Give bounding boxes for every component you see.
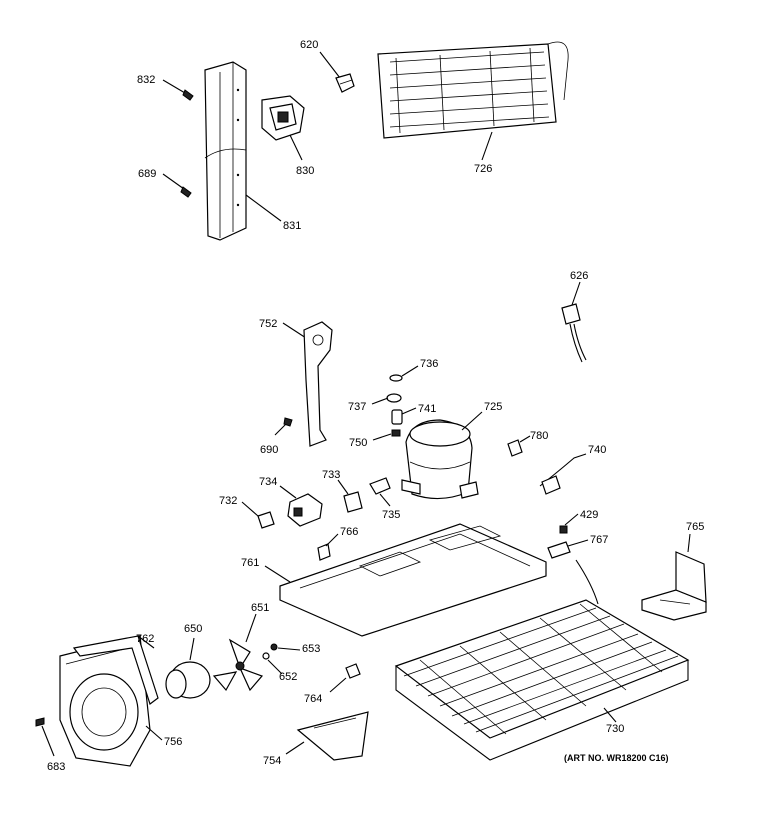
label-725: 725 bbox=[484, 401, 502, 413]
label-651: 651 bbox=[251, 602, 269, 614]
bracket-765 bbox=[641, 533, 707, 621]
label-832: 832 bbox=[137, 74, 155, 86]
label-736: 736 bbox=[420, 358, 438, 370]
clip-764 bbox=[329, 663, 361, 693]
cover-732 bbox=[241, 501, 275, 529]
label-726: 726 bbox=[474, 163, 492, 175]
label-765: 765 bbox=[686, 521, 704, 533]
label-733: 733 bbox=[322, 469, 340, 481]
label-780: 780 bbox=[530, 430, 548, 442]
label-690: 690 bbox=[260, 444, 278, 456]
label-734: 734 bbox=[259, 476, 277, 488]
screw-832 bbox=[162, 79, 194, 101]
label-683: 683 bbox=[47, 761, 65, 773]
label-761: 761 bbox=[241, 557, 259, 569]
label-830: 830 bbox=[296, 165, 314, 177]
harness-740 bbox=[539, 453, 587, 495]
relay-830 bbox=[261, 95, 305, 161]
label-750: 750 bbox=[349, 437, 367, 449]
evaporator-726 bbox=[377, 41, 569, 161]
screw-683 bbox=[35, 717, 55, 757]
label-626: 626 bbox=[570, 270, 588, 282]
label-429: 429 bbox=[580, 509, 598, 521]
pan-754 bbox=[285, 711, 369, 761]
label-756: 756 bbox=[164, 736, 182, 748]
label-764: 764 bbox=[304, 693, 322, 705]
screw-690 bbox=[274, 417, 293, 436]
label-752: 752 bbox=[259, 318, 277, 330]
art-number: (ART NO. WR18200 C16) bbox=[564, 753, 669, 763]
compressor-725 bbox=[401, 411, 483, 500]
label-767: 767 bbox=[590, 534, 608, 546]
channel-831 bbox=[204, 61, 247, 241]
bracket-766 bbox=[317, 533, 339, 561]
grommet-736 bbox=[389, 365, 419, 382]
label-730: 730 bbox=[606, 723, 624, 735]
label-831: 831 bbox=[283, 220, 301, 232]
grommet-737 bbox=[371, 393, 402, 405]
motor-650 bbox=[165, 637, 211, 699]
bracket-735 bbox=[369, 477, 391, 507]
label-735: 735 bbox=[382, 509, 400, 521]
clip-780 bbox=[507, 435, 531, 457]
label-762: 762 bbox=[136, 633, 154, 645]
label-740: 740 bbox=[588, 444, 606, 456]
label-754: 754 bbox=[263, 755, 281, 767]
fan-blade-651 bbox=[212, 613, 264, 692]
label-766: 766 bbox=[340, 526, 358, 538]
label-689: 689 bbox=[138, 168, 156, 180]
duct-762 bbox=[72, 635, 159, 705]
bolt-750 bbox=[372, 429, 401, 441]
overload-733 bbox=[337, 479, 363, 513]
cord-626 bbox=[561, 281, 587, 363]
sleeve-741 bbox=[391, 407, 417, 425]
bracket-752 bbox=[282, 321, 333, 447]
shroud-756 bbox=[59, 635, 163, 767]
leader-831 bbox=[245, 194, 282, 222]
label-620: 620 bbox=[300, 39, 318, 51]
clip-767 bbox=[547, 539, 589, 559]
label-741: 741 bbox=[418, 403, 436, 415]
screw-689 bbox=[162, 173, 192, 198]
label-650: 650 bbox=[184, 623, 202, 635]
part-labels: 832 689 831 830 620 726 626 752 736 737 … bbox=[47, 39, 704, 773]
label-653: 653 bbox=[302, 643, 320, 655]
nut-652 bbox=[262, 652, 283, 675]
screw-429 bbox=[559, 513, 579, 534]
label-652: 652 bbox=[279, 671, 297, 683]
washer-653 bbox=[270, 643, 301, 651]
relay-734 bbox=[279, 485, 323, 527]
label-732: 732 bbox=[219, 495, 237, 507]
base-pan-761 bbox=[264, 523, 547, 637]
switch-620 bbox=[319, 51, 355, 93]
label-737: 737 bbox=[348, 401, 366, 413]
condenser-730 bbox=[394, 559, 690, 761]
